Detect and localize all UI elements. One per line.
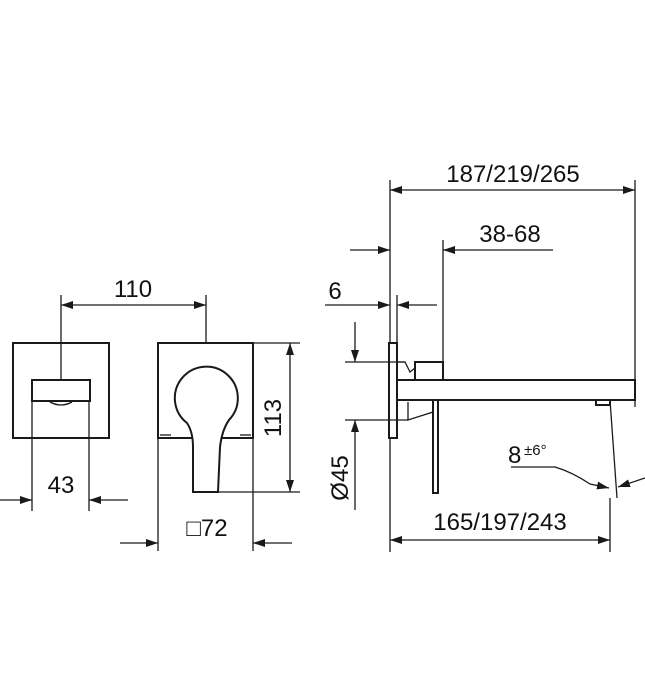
dimension-label-110: 110: [114, 276, 152, 303]
dimension-label-113: 113: [260, 399, 287, 437]
dimension-label-angle-tolerance: ±6°: [524, 442, 547, 459]
side-lever: [432, 399, 439, 494]
dimension-spout-length: 165/197/243: [390, 498, 611, 552]
dimension-6: 6: [325, 278, 437, 343]
aerator: [595, 399, 611, 406]
dimension-overall-length: 187/219/265: [390, 161, 635, 194]
dimension-diameter-45: Ø45: [327, 322, 408, 510]
rosette-plate: [388, 342, 398, 439]
mixer-front-view: [157, 342, 254, 493]
dimension-43: 43: [0, 401, 128, 511]
dimension-label-72: □72: [186, 515, 227, 542]
dimension-label-overall-length: 187/219/265: [446, 161, 579, 188]
dimension-label-diameter: Ø45: [327, 455, 354, 500]
lever-handle: [173, 365, 239, 493]
dimension-label-38-68: 38-68: [479, 221, 540, 248]
mixer-side-view: [388, 180, 636, 552]
dimension-label-43: 43: [48, 472, 75, 499]
dimension-label-angle-base: 8: [508, 442, 521, 469]
dimension-38-68: 38-68: [350, 221, 553, 362]
dimension-72: □72: [120, 438, 292, 551]
spout: [396, 379, 636, 401]
dimension-label-6: 6: [328, 278, 341, 305]
dimension-angle: 8 ±6°: [508, 442, 645, 490]
dimension-label-spout-length: 165/197/243: [433, 509, 566, 536]
dimension-113: 113: [218, 342, 300, 493]
